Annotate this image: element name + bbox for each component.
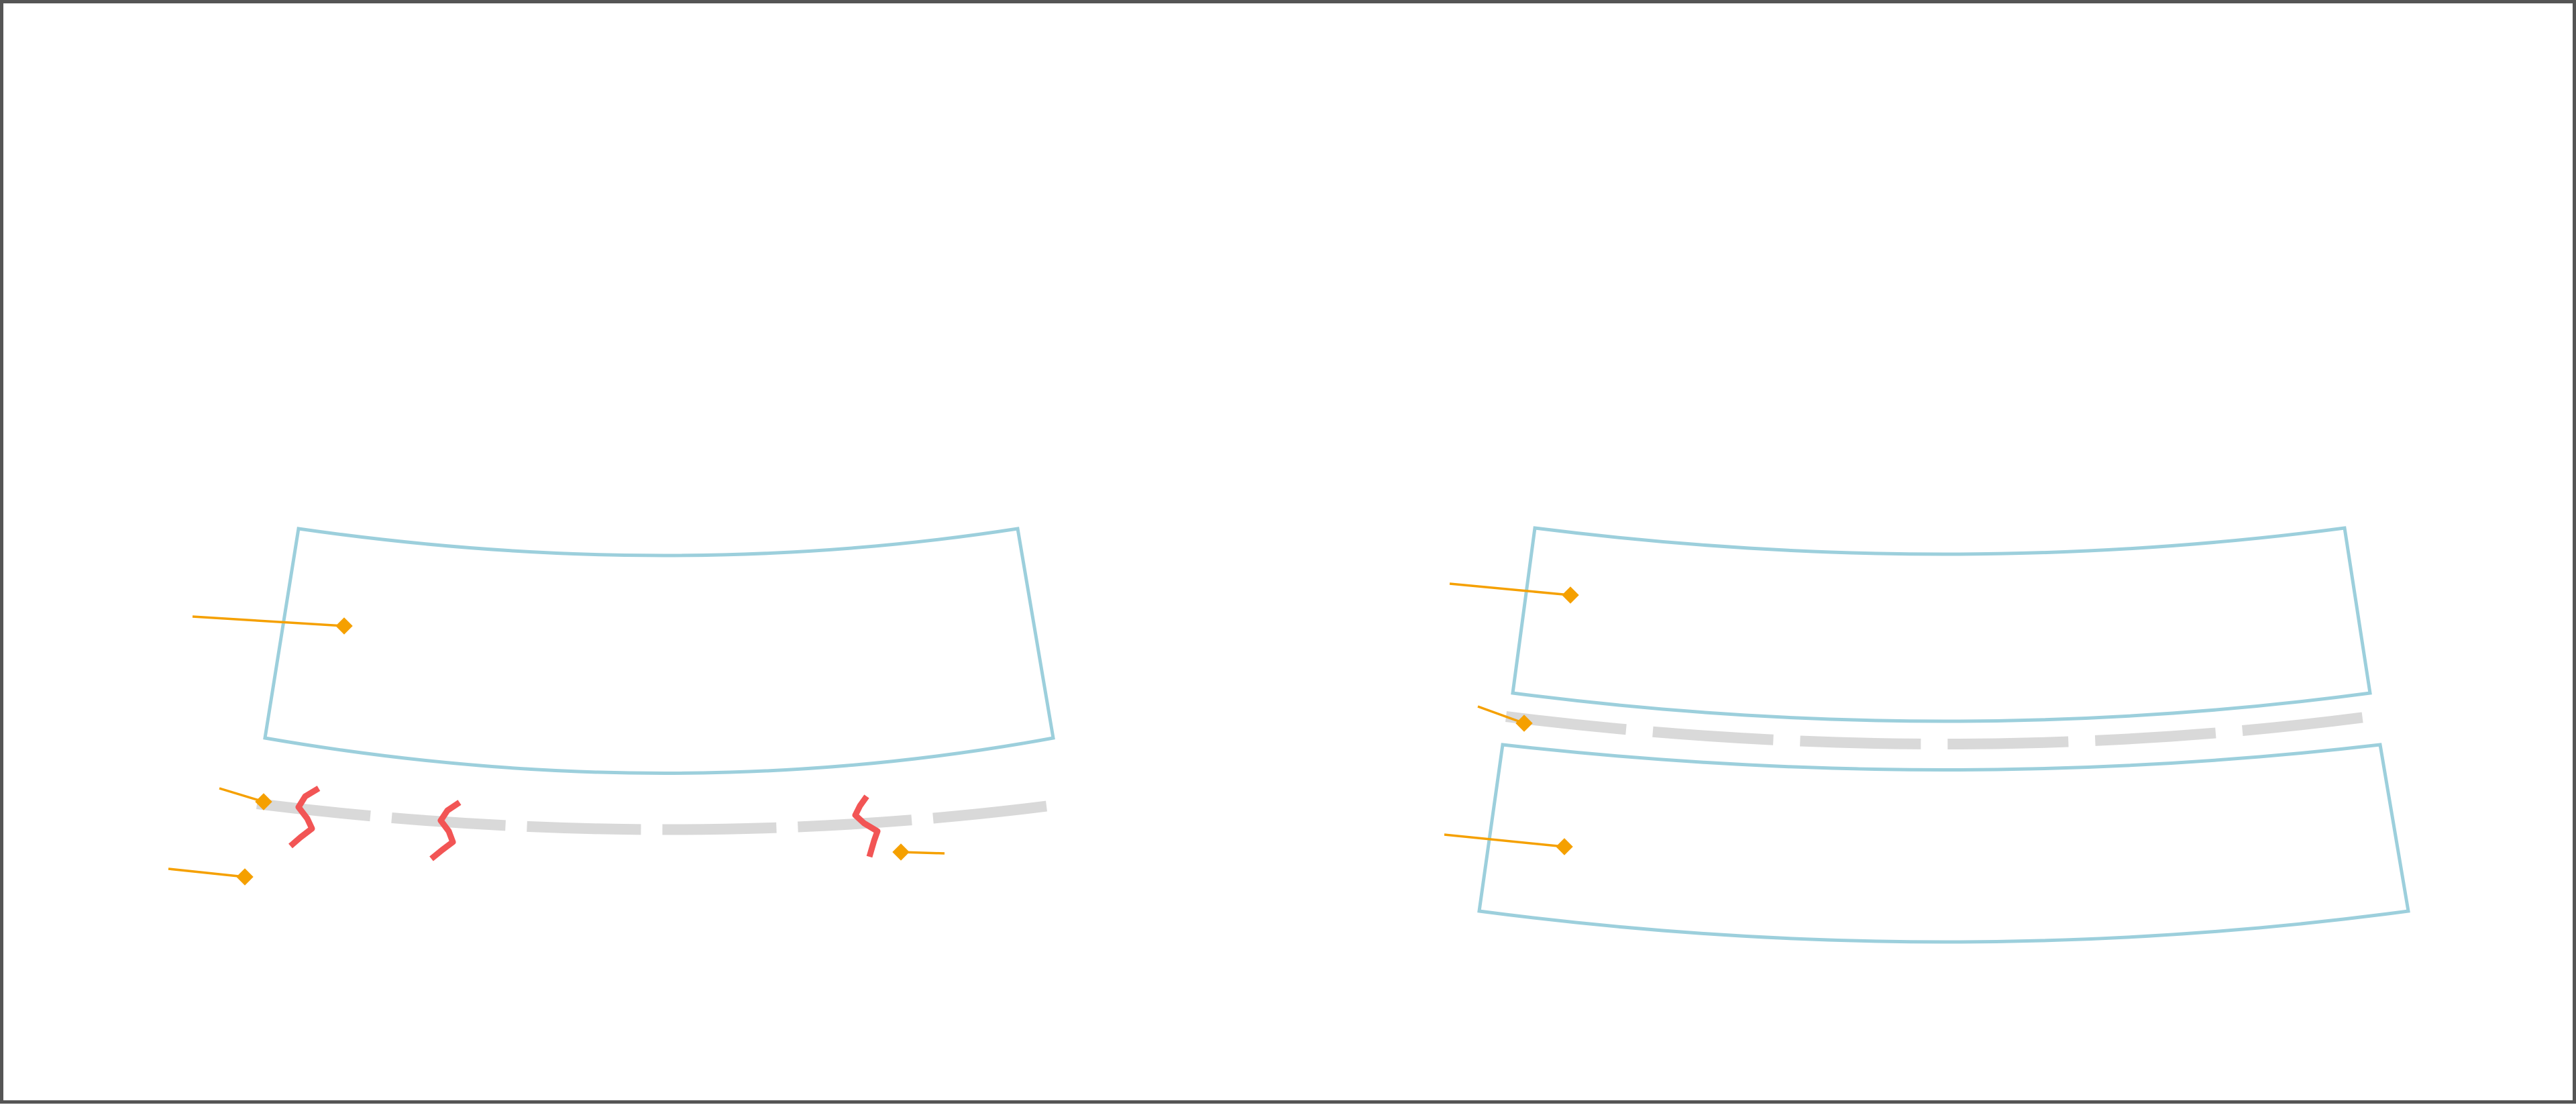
- right-top-panel-outline: [1511, 526, 2372, 723]
- left-panel-outline: [263, 527, 1055, 775]
- leader-line: [192, 615, 345, 627]
- diagram-svg: [168, 526, 2410, 944]
- leader-line: [1449, 582, 1571, 596]
- left-scene: [168, 527, 1067, 886]
- wrinkle-icon: [429, 800, 462, 861]
- right-seam-line: [1505, 711, 2371, 749]
- leader-line: [1477, 705, 1525, 725]
- diamond-icon: [236, 868, 254, 886]
- right-scene: [1444, 526, 2410, 944]
- diamond-icon: [892, 843, 910, 861]
- diamond-icon: [335, 617, 353, 635]
- leader-line: [219, 787, 264, 803]
- diamond-icon: [1556, 838, 1573, 855]
- leader-line: [168, 867, 246, 878]
- diamond-icon: [1562, 586, 1579, 604]
- wrinkle-icon: [852, 794, 881, 858]
- wrinkle-icon: [288, 786, 321, 849]
- left-seam-line: [256, 798, 1067, 835]
- leader-line: [1444, 833, 1565, 848]
- right-bottom-panel-outline: [1477, 743, 2410, 944]
